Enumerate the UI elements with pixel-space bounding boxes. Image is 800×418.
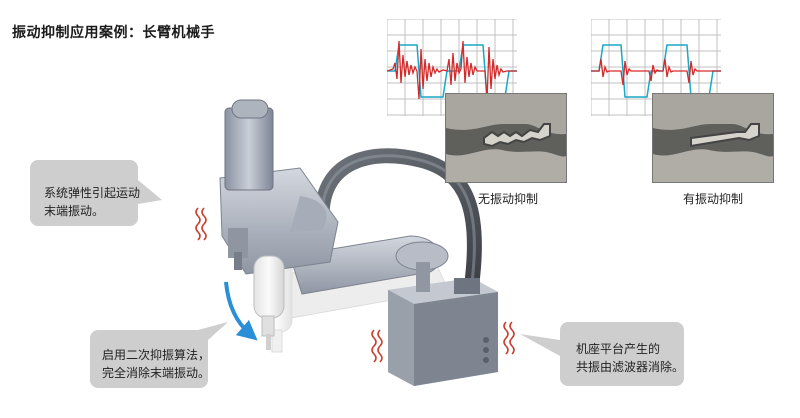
callout-text-top-left: 系统弹性引起运动 末端振动。 <box>44 184 140 220</box>
caption-with-suppression: 有振动抑制 <box>683 192 744 206</box>
callout-line: 末端振动。 <box>44 204 105 218</box>
callout-line: 机座平台产生的 <box>576 342 661 356</box>
robot-base <box>388 278 498 386</box>
callout-bubble-top-left <box>30 160 162 226</box>
vibration-icon-left <box>195 207 207 241</box>
photo-without-suppression <box>445 93 567 183</box>
motion-arrow-icon <box>224 281 258 341</box>
tool-quill <box>253 255 285 350</box>
callout-text-right: 机座平台产生的 共振由滤波器消除。 <box>576 340 684 376</box>
callout-bubble-right <box>520 322 684 386</box>
callout-line: 完全消除末端振动。 <box>102 366 211 380</box>
vibration-icon-base-left <box>371 329 383 363</box>
page-title: 振动抑制应用案例：长臂机械手 <box>12 25 215 41</box>
vibration-icon-base-right <box>503 321 515 355</box>
callout-bubble-bottom-left <box>90 322 228 388</box>
caption-without-suppression: 无振动抑制 <box>478 192 539 206</box>
callout-text-bottom-left: 启用二次抑振算法， 完全消除末端振动。 <box>102 346 210 382</box>
first-arm <box>219 99 339 275</box>
cable-arch <box>314 148 482 290</box>
photo-with-suppression <box>652 93 774 183</box>
callout-line: 启用二次抑振算法， <box>102 348 211 362</box>
callout-line: 系统弹性引起运动 <box>44 186 141 200</box>
callout-line: 共振由滤波器消除。 <box>576 360 685 374</box>
